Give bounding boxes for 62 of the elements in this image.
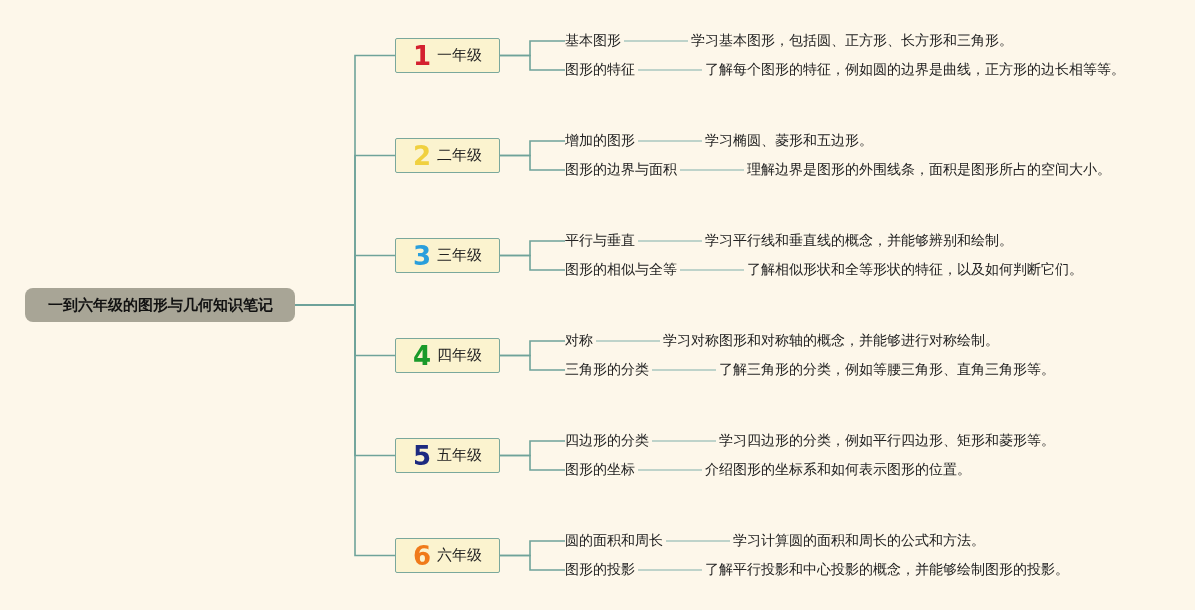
grade-number: 5 (412, 442, 432, 469)
connector (637, 140, 703, 142)
connector (637, 469, 703, 471)
connector (637, 69, 703, 71)
topic-label: 增加的图形 (565, 132, 635, 150)
connector (665, 540, 731, 542)
connector (679, 169, 745, 171)
grade-box (395, 438, 500, 473)
description-text: 学习对称图形和对称轴的概念，并能够进行对称绘制。 (663, 332, 999, 350)
connector (637, 240, 703, 242)
connector (294, 304, 396, 557)
topic-label: 基本图形 (565, 32, 621, 50)
description-text: 介绍图形的坐标系和如何表示图形的位置。 (705, 461, 971, 479)
description-text: 了解每个图形的特征，例如圆的边界是曲线，正方形的边长相等等。 (705, 61, 1125, 79)
topic-label: 四边形的分类 (565, 432, 649, 450)
topic-label: 对称 (565, 332, 593, 350)
description-text: 学习平行线和垂直线的概念，并能够辨别和绘制。 (705, 232, 1013, 250)
connector (679, 269, 745, 271)
grade-box (395, 538, 500, 573)
connector (623, 40, 689, 42)
grade-number: 6 (412, 542, 432, 569)
grade-label: 二年级 (437, 146, 483, 165)
description-text: 了解平行投影和中心投影的概念，并能够绘制图形的投影。 (705, 561, 1069, 579)
connector (499, 454, 566, 471)
grade-label: 三年级 (437, 246, 483, 265)
connector (499, 354, 566, 371)
topic-label: 图形的相似与全等 (565, 261, 677, 279)
connector (595, 340, 661, 342)
topic-label: 圆的面积和周长 (565, 532, 663, 550)
connector (499, 554, 566, 571)
grade-label: 六年级 (437, 546, 483, 565)
topic-label: 三角形的分类 (565, 361, 649, 379)
description-text: 了解相似形状和全等形状的特征，以及如何判断它们。 (747, 261, 1083, 279)
description-text: 学习基本图形，包括圆、正方形、长方形和三角形。 (691, 32, 1013, 50)
grade-box (395, 338, 500, 373)
description-text: 学习计算圆的面积和周长的公式和方法。 (733, 532, 985, 550)
grade-label: 一年级 (437, 46, 483, 65)
topic-label: 图形的边界与面积 (565, 161, 677, 179)
title-box: 一到六年级的图形与几何知识笔记 (25, 288, 295, 322)
grade-label: 五年级 (437, 446, 483, 465)
description-text: 理解边界是图形的外围线条，面积是图形所占的空间大小。 (747, 161, 1111, 179)
connector (651, 440, 717, 442)
grade-number: 4 (412, 342, 432, 369)
connector (637, 569, 703, 571)
grade-number: 2 (412, 142, 432, 169)
topic-label: 平行与垂直 (565, 232, 635, 250)
description-text: 了解三角形的分类，例如等腰三角形、直角三角形等。 (719, 361, 1055, 379)
description-text: 学习椭圆、菱形和五边形。 (705, 132, 873, 150)
connector (499, 54, 566, 71)
grade-number: 3 (412, 242, 432, 269)
grade-box (395, 38, 500, 73)
connector (499, 154, 566, 171)
topic-label: 图形的特征 (565, 61, 635, 79)
grade-box (395, 238, 500, 273)
grade-box (395, 138, 500, 173)
topic-label: 图形的坐标 (565, 461, 635, 479)
connector (499, 254, 566, 271)
grade-number: 1 (412, 42, 432, 69)
grade-label: 四年级 (437, 346, 483, 365)
topic-label: 图形的投影 (565, 561, 635, 579)
description-text: 学习四边形的分类，例如平行四边形、矩形和菱形等。 (719, 432, 1055, 450)
connector (651, 369, 717, 371)
